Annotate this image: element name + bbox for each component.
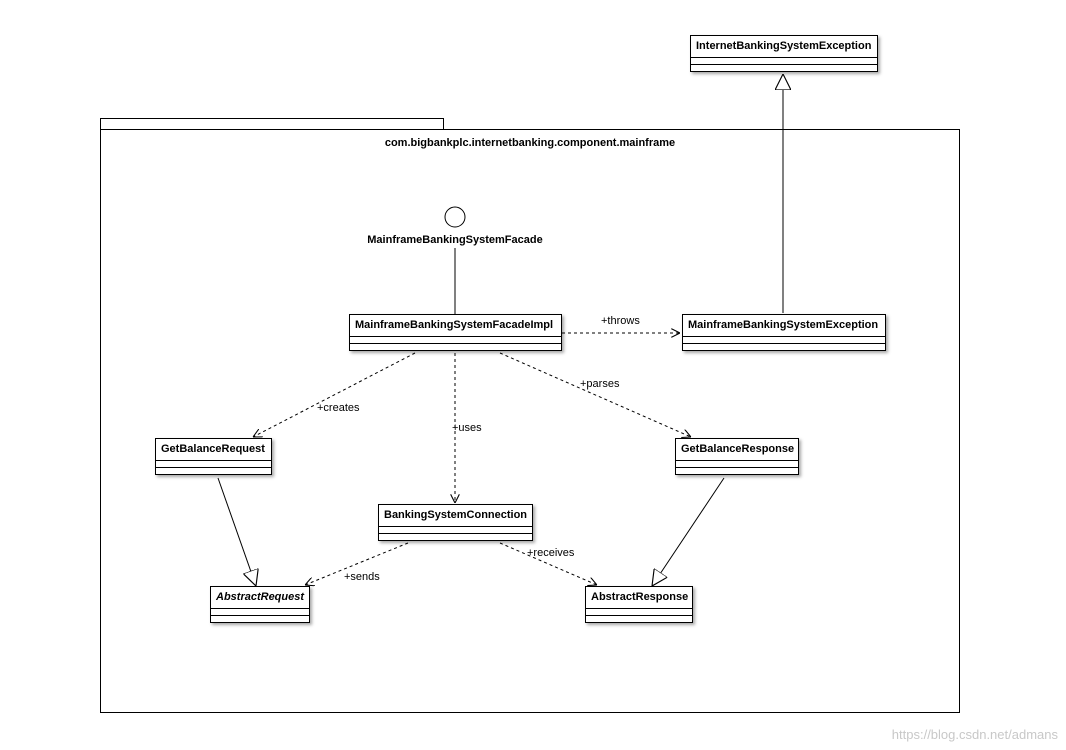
class-attributes: [350, 337, 561, 344]
class-mainframe-banking-system-exception[interactable]: MainframeBankingSystemException: [682, 314, 886, 351]
class-operations: [691, 65, 877, 71]
relation-label-parses: +parses: [580, 378, 620, 390]
dependency-parses: [499, 352, 691, 437]
class-operations: [683, 344, 885, 350]
class-operations: [350, 344, 561, 350]
class-operations: [156, 468, 271, 474]
package-title: com.bigbankplc.internetbanking.component…: [384, 137, 676, 149]
class-attributes: [683, 337, 885, 344]
relation-label-receives: +receives: [527, 547, 575, 559]
class-attributes: [379, 527, 532, 534]
class-mainframe-banking-system-facade-impl[interactable]: MainframeBankingSystemFacadeImpl: [349, 314, 562, 351]
class-attributes: [211, 609, 309, 616]
relation-label-sends: +sends: [344, 571, 380, 583]
class-attributes: [691, 58, 877, 65]
class-operations: [676, 468, 798, 474]
class-operations: [211, 616, 309, 622]
class-name: InternetBankingSystemException: [691, 36, 877, 58]
relation-label-throws: +throws: [601, 315, 640, 327]
class-name: MainframeBankingSystemFacadeImpl: [350, 315, 561, 337]
class-get-balance-request[interactable]: GetBalanceRequest: [155, 438, 272, 475]
class-attributes: [586, 609, 692, 616]
class-abstract-response[interactable]: AbstractResponse: [585, 586, 693, 623]
class-attributes: [676, 461, 798, 468]
class-operations: [586, 616, 692, 622]
class-internet-banking-system-exception[interactable]: InternetBankingSystemException: [690, 35, 878, 72]
class-name: BankingSystemConnection: [379, 505, 532, 527]
class-attributes: [156, 461, 271, 468]
generalization-response-to-abstract: [652, 477, 725, 586]
dependency-sends: [305, 542, 409, 585]
interface-label: MainframeBankingSystemFacade: [367, 234, 543, 246]
class-banking-system-connection[interactable]: BankingSystemConnection: [378, 504, 533, 541]
interface-lollipop-circle: [444, 206, 466, 228]
package-tab: [100, 118, 444, 130]
class-name: GetBalanceResponse: [676, 439, 798, 461]
class-name: MainframeBankingSystemException: [683, 315, 885, 337]
class-name: AbstractResponse: [586, 587, 692, 609]
package-frame: [100, 129, 960, 713]
class-operations: [379, 534, 532, 540]
class-get-balance-response[interactable]: GetBalanceResponse: [675, 438, 799, 475]
class-abstract-request[interactable]: AbstractRequest: [210, 586, 310, 623]
class-name: GetBalanceRequest: [156, 439, 271, 461]
watermark: https://blog.csdn.net/admans: [891, 727, 1058, 742]
relation-label-uses: +uses: [452, 422, 482, 434]
relation-label-creates: +creates: [317, 402, 360, 414]
generalization-request-to-abstract: [217, 477, 256, 586]
class-name: AbstractRequest: [211, 587, 309, 609]
dependency-creates: [253, 352, 416, 437]
